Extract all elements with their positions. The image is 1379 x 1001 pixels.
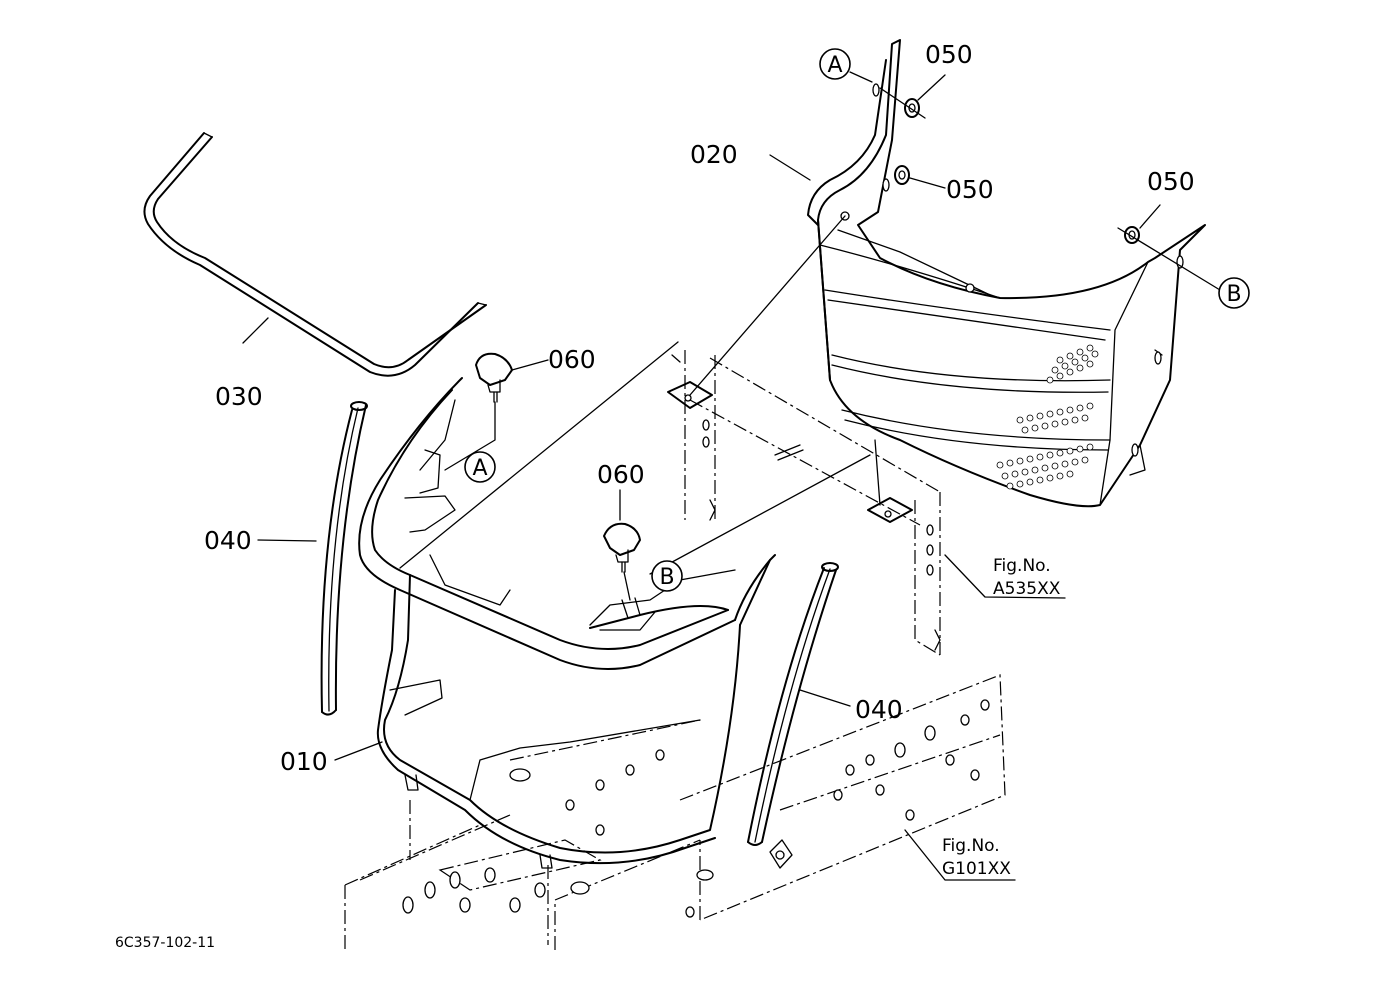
frame-holes xyxy=(402,699,990,918)
label-030: 030 xyxy=(215,382,263,411)
fig-ref-a535-number: A535XX xyxy=(993,579,1061,599)
part-010-front-frame xyxy=(334,377,776,869)
part-040-left-seal xyxy=(257,401,368,716)
drawing-code: 6C357-102-11 xyxy=(115,935,215,951)
marker-b-mid-label: B xyxy=(659,565,674,590)
part-060-knob-top xyxy=(444,352,549,471)
grommet-right xyxy=(1117,204,1221,291)
label-060-top: 060 xyxy=(548,345,596,374)
marker-a-mid-label: A xyxy=(472,456,487,481)
marker-b-right-label: B xyxy=(1226,282,1241,307)
bracket-assembly-a535 xyxy=(399,215,1066,656)
marker-a-top-label: A xyxy=(827,53,842,78)
part-060-knob-mid xyxy=(603,489,641,601)
grommet-top xyxy=(879,74,946,119)
part-020-rear-cover xyxy=(769,39,1206,508)
label-060-mid: 060 xyxy=(597,460,645,489)
fig-ref-g101[interactable]: Fig.No. G101XX xyxy=(942,836,1011,879)
fig-ref-g101-number: G101XX xyxy=(942,859,1011,879)
part-030-seal-strip xyxy=(143,132,487,377)
label-020: 020 xyxy=(690,140,738,169)
frame-assembly-g101 xyxy=(344,674,1016,950)
rear-cover-perforation xyxy=(996,344,1099,490)
part-050-grommets xyxy=(879,74,1221,291)
fig-ref-a535[interactable]: Fig.No. A535XX xyxy=(993,556,1061,599)
label-010: 010 xyxy=(280,747,328,776)
label-050-right: 050 xyxy=(1147,167,1195,196)
grommet-mid xyxy=(894,165,946,189)
marker-b-right: B xyxy=(1218,277,1250,309)
part-040-right-seal xyxy=(747,562,851,846)
label-050-top: 050 xyxy=(925,40,973,69)
marker-b-mid: B xyxy=(651,560,683,592)
fig-ref-g101-title: Fig.No. xyxy=(942,836,1000,856)
fig-ref-a535-title: Fig.No. xyxy=(993,556,1051,576)
marker-a-mid: A xyxy=(464,451,496,483)
label-050-mid: 050 xyxy=(946,175,994,204)
label-040-left: 040 xyxy=(204,526,252,555)
label-040-right: 040 xyxy=(855,695,903,724)
marker-a-top: A xyxy=(819,48,873,83)
